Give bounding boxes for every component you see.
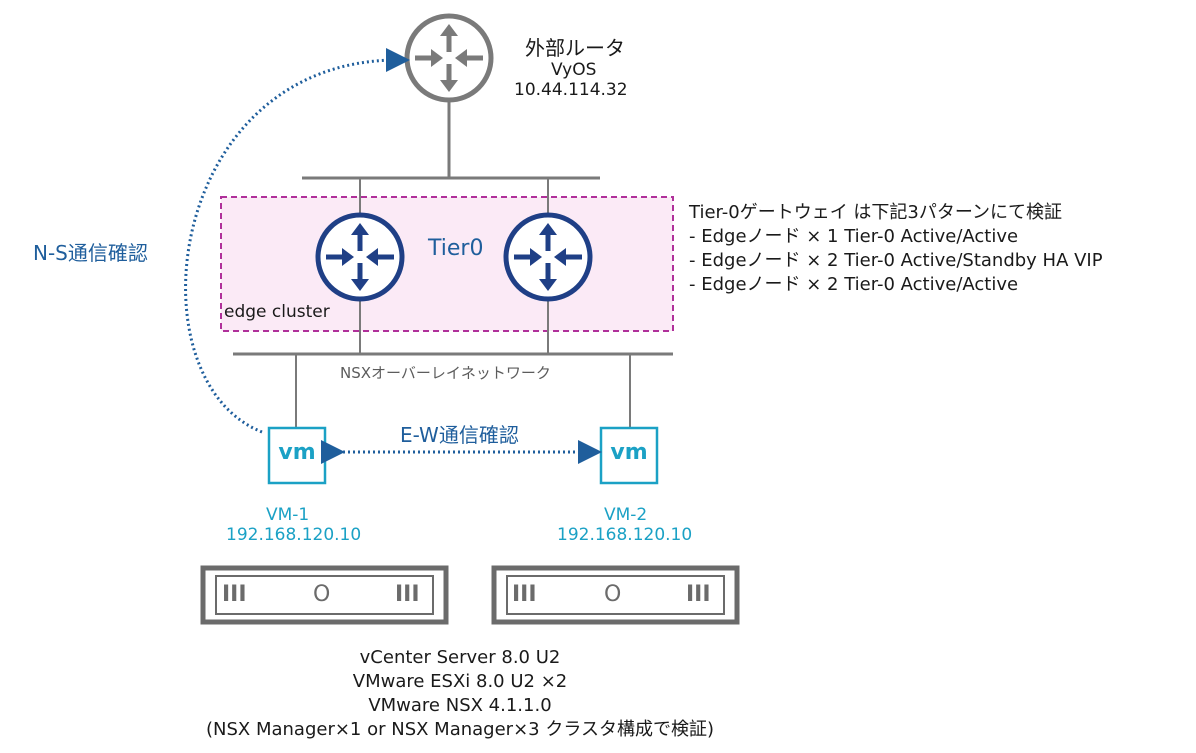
env-line-3: VMware NSX 4.1.1.0	[368, 695, 552, 716]
vm1-icon-text: vm	[278, 440, 316, 465]
vm2-name: VM-2	[604, 505, 648, 525]
ns-label: N-S通信確認	[33, 241, 148, 265]
notes-title: Tier-0ゲートウェイ は下記3パターンにて検証	[689, 202, 1062, 223]
env-line-2: VMware ESXi 8.0 U2 ×2	[352, 671, 568, 692]
server2-slots-right: III	[686, 582, 711, 607]
server1-led: O	[313, 582, 331, 607]
server1-slots-left: III	[222, 582, 247, 607]
vm1-ip: 192.168.120.10	[226, 525, 362, 545]
router-icon	[503, 212, 593, 302]
vm-icon	[267, 426, 327, 485]
server-icon	[491, 565, 740, 625]
external-router-title: 外部ルータ	[525, 36, 625, 60]
external-router-ip: 10.44.114.32	[514, 80, 628, 100]
router-icon	[315, 212, 405, 302]
vm2-icon-text: vm	[610, 440, 648, 465]
ew-label: E-W通信確認	[400, 423, 519, 447]
env-line-4: (NSX Manager×1 or NSX Manager×3 クラスタ構成で検…	[205, 719, 715, 740]
router-icon	[404, 13, 494, 103]
ns-link	[184, 48, 410, 434]
notes-item-1: - Edgeノード × 1 Tier-0 Active/Active	[689, 226, 1019, 247]
notes-item-2: - Edgeノード × 2 Tier-0 Active/Standby HA V…	[689, 250, 1103, 271]
vm-icon	[599, 426, 659, 485]
server2-slots-left: III	[512, 582, 537, 607]
tier0-label: Tier0	[428, 236, 484, 261]
external-router-name: VyOS	[551, 60, 597, 80]
server1-slots-right: III	[395, 582, 420, 607]
server-icon	[200, 565, 449, 625]
edge-cluster-label: edge cluster	[224, 302, 330, 322]
env-line-1: vCenter Server 8.0 U2	[359, 647, 561, 668]
vm2-ip: 192.168.120.10	[557, 525, 693, 545]
server2-led: O	[604, 582, 622, 607]
overlay-label: NSXオーバーレイネットワーク	[340, 364, 551, 382]
edge-cluster-box	[220, 196, 674, 332]
notes-item-3: - Edgeノード × 2 Tier-0 Active/Active	[689, 274, 1019, 295]
vm1-name: VM-1	[266, 505, 310, 525]
environment-block: vCenter Server 8.0 U2 VMware ESXi 8.0 U2…	[100, 646, 820, 742]
